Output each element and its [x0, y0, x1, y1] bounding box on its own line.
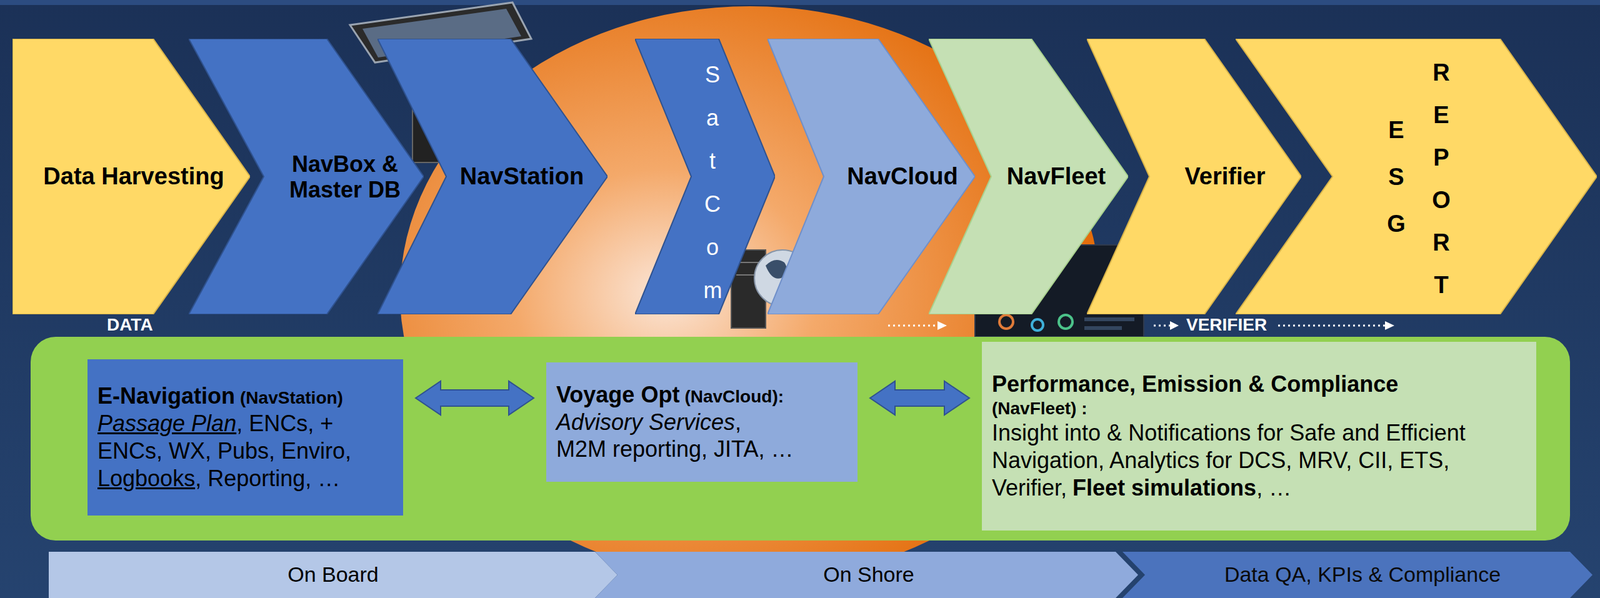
process-chevron: NavStation [377, 38, 608, 315]
chevron-shape [635, 38, 775, 315]
step-label: Data Harvesting [43, 163, 224, 191]
dashboard-bar [1084, 326, 1122, 330]
text-row: Logbooks, Reporting, … [97, 465, 394, 493]
step-label: NavCloud [846, 163, 958, 191]
phase-label: On Board [287, 562, 379, 587]
chevron-shape [377, 38, 608, 315]
phase-band: Data QA, KPIs & Compliance [1122, 551, 1593, 598]
dotted-arrow-head [937, 321, 947, 330]
chevron-shape [188, 38, 424, 315]
text-holder: Verifier [1185, 163, 1266, 191]
text-holder: ESG [1386, 106, 1406, 248]
dashboard-gauge [1031, 319, 1044, 331]
box-heading: E-Navigation [97, 383, 235, 409]
text-row: M2M reporting, JITA, … [556, 435, 848, 464]
text-row: Performance, Emission & Compliance [991, 370, 1527, 399]
box-text: , … [1256, 475, 1292, 501]
step-label: NavBox & Master DB [271, 151, 419, 204]
text-row: E-Navigation(NavStation) [97, 382, 394, 410]
box-text: , [735, 409, 742, 435]
step-label: NavFleet [1006, 163, 1106, 191]
annotation-label: DATA [106, 315, 154, 335]
phase-label: On Shore [823, 562, 915, 587]
box-text: M2M reporting, JITA, … [556, 436, 794, 462]
text-holder: NavStation [460, 163, 584, 191]
text-holder: Data Harvesting [43, 163, 224, 191]
chevron-shape [767, 38, 975, 315]
text-holder: NavFleet [1006, 163, 1106, 191]
chevron-shape [48, 551, 618, 598]
chevron-shape [1235, 38, 1597, 315]
dotted-arrow-head [1385, 321, 1395, 330]
dotted-arrow [1278, 325, 1385, 327]
step-label: Verifier [1185, 163, 1266, 191]
box-heading: Voyage Opt [556, 381, 680, 408]
phase-label: Data QA, KPIs & Compliance [1224, 562, 1501, 587]
label-holder: DATA [106, 315, 154, 335]
dashboard-gauge [1058, 315, 1073, 329]
step-label: ESG [1386, 106, 1406, 248]
feature-box: Performance, Emission & Compliance(NavFl… [981, 341, 1537, 531]
box-heading: (NavFleet) : [991, 398, 1087, 419]
dotted-arrow-head [1170, 321, 1179, 330]
text-holder: SatCom [703, 53, 722, 312]
phase-band: On Shore [595, 551, 1139, 598]
text-row: Passage Plan, ENCs, + ENCs, WX, Pubs, En… [97, 410, 394, 465]
text-holder: On Board [287, 562, 379, 587]
process-chevron: SatCom [635, 38, 775, 315]
text-holder: NavBox & Master DB [271, 151, 419, 204]
text-row: Advisory Services, [556, 408, 848, 437]
box-heading: Performance, Emission & Compliance [991, 371, 1399, 397]
feature-box: E-Navigation(NavStation)Passage Plan, EN… [87, 359, 404, 516]
feature-box: Voyage Opt(NavCloud):Advisory Services,M… [546, 362, 858, 482]
text-row: Insight into & Notifications for Safe an… [991, 419, 1527, 502]
text-holder: Data QA, KPIs & Compliance [1224, 562, 1501, 587]
chevron-shape [928, 38, 1129, 315]
text-row: (NavFleet) : [991, 398, 1527, 420]
step-label: SatCom [703, 53, 722, 312]
box-text: Advisory Services [556, 409, 735, 435]
top-strip [0, 0, 1600, 5]
box-text: Fleet simulations [1072, 475, 1257, 501]
label-holder: VERIFIER [1186, 315, 1267, 335]
box-text: Logbooks [97, 465, 195, 492]
box-text: , Reporting, … [195, 465, 340, 492]
chevron-shape [595, 551, 1139, 598]
process-chevron: NavCloud [767, 38, 975, 315]
process-chevron: NavFleet [928, 38, 1129, 315]
dotted-arrow [888, 325, 938, 327]
green-panel [30, 336, 1570, 541]
text-holder: REPORT [1431, 51, 1451, 307]
double-arrow [870, 381, 970, 415]
phase-band: On Board [48, 551, 618, 598]
step-label: NavStation [460, 163, 584, 191]
text-holder: On Shore [823, 562, 915, 587]
double-arrow [415, 381, 534, 415]
box-text: Passage Plan [97, 410, 237, 437]
annotation-label: VERIFIER [1186, 315, 1267, 335]
dashboard-gauge [999, 315, 1014, 329]
chevron-shape [1122, 551, 1593, 598]
box-heading: (NavStation) [240, 388, 344, 408]
step-label: REPORT [1431, 51, 1451, 307]
text-holder: NavCloud [846, 163, 958, 191]
process-chevron: ESG REPORT [1235, 38, 1597, 315]
box-heading: (NavCloud): [684, 386, 784, 407]
chevron-outline [1235, 38, 1597, 315]
dashboard-bar [1084, 317, 1135, 322]
dotted-arrow [1153, 325, 1170, 327]
text-row: Voyage Opt(NavCloud): [556, 381, 848, 409]
